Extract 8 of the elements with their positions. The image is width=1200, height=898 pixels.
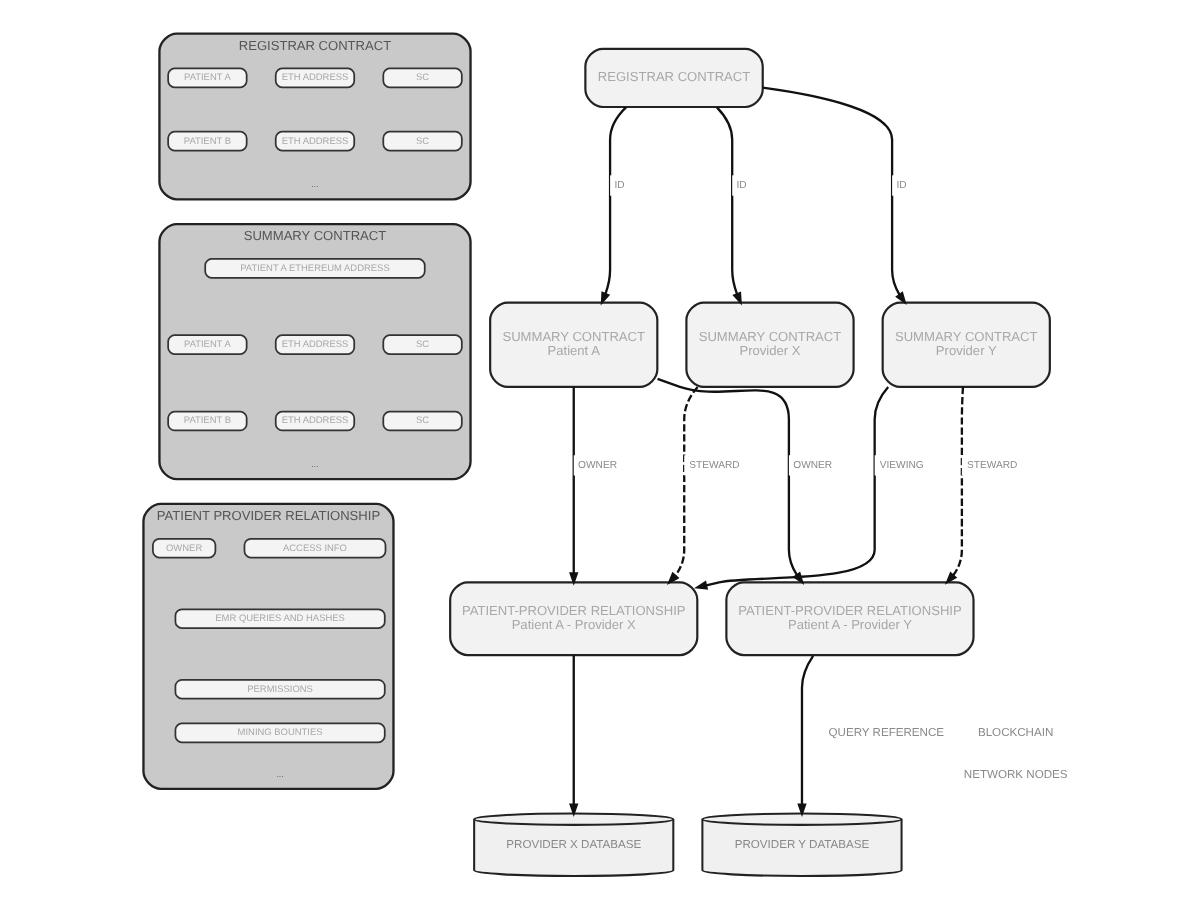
arrow — [665, 386, 698, 585]
arrow — [796, 655, 814, 817]
arrow — [943, 386, 964, 585]
arrow — [568, 655, 578, 817]
arrow — [761, 86, 906, 305]
arrow — [715, 106, 741, 306]
arrow — [568, 386, 578, 586]
arrow — [599, 106, 627, 306]
